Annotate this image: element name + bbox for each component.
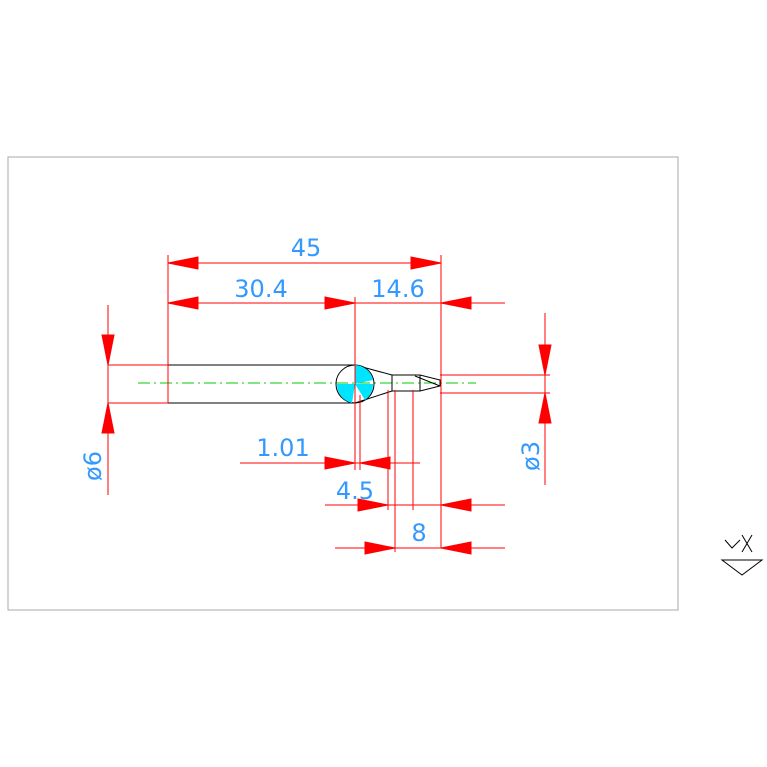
arrowhead bbox=[167, 296, 199, 310]
arrowhead bbox=[440, 498, 472, 512]
arrowhead bbox=[440, 296, 472, 310]
neck-hatch bbox=[336, 365, 374, 403]
ucs-icon bbox=[720, 534, 764, 576]
dim-tip-diameter: ø3 bbox=[517, 441, 545, 471]
tool-outline bbox=[167, 364, 441, 404]
dimension-arrows bbox=[101, 256, 552, 555]
dim-shank-diameter: ø6 bbox=[79, 451, 107, 481]
dim-neck-offset: 1.01 bbox=[256, 434, 309, 462]
arrowhead bbox=[101, 334, 115, 366]
dim-shank-length: 30.4 bbox=[234, 275, 287, 303]
arrowhead bbox=[324, 456, 356, 470]
arrowhead bbox=[324, 296, 356, 310]
dim-overall-length: 45 bbox=[291, 234, 322, 262]
arrowhead bbox=[101, 402, 115, 434]
dim-tip-length: 14.6 bbox=[371, 275, 424, 303]
arrowhead bbox=[167, 256, 199, 270]
dim-point-length: 8 bbox=[411, 519, 426, 547]
arrowhead bbox=[364, 541, 396, 555]
dimension-texts: 45 30.4 14.6 1.01 4.5 8 ø6 ø3 bbox=[79, 234, 545, 547]
dim-taper-length: 4.5 bbox=[336, 477, 374, 505]
arrowhead bbox=[359, 456, 391, 470]
arrowhead bbox=[440, 541, 472, 555]
layout-frame bbox=[7, 156, 679, 611]
arrowhead bbox=[538, 344, 552, 376]
arrowhead bbox=[538, 392, 552, 424]
arrowhead bbox=[357, 498, 389, 512]
arrowhead bbox=[410, 256, 442, 270]
